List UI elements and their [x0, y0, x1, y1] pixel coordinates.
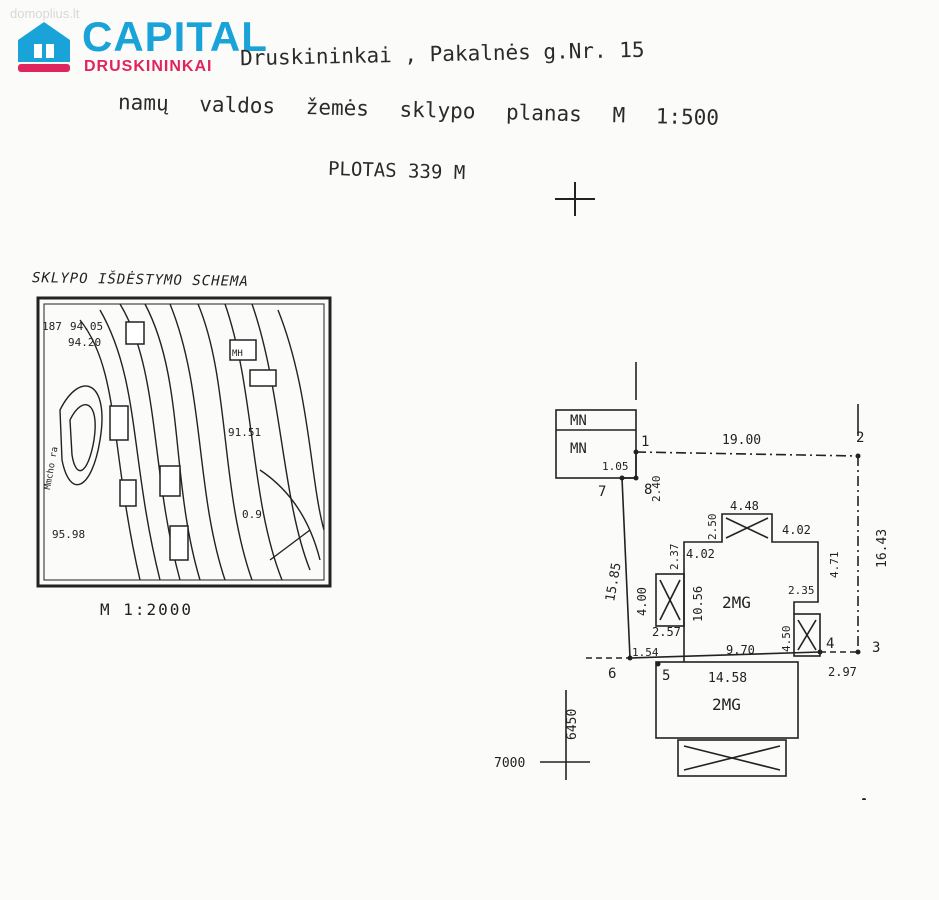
- building-label: 2MG: [722, 593, 751, 612]
- point-label: 6: [608, 666, 616, 682]
- building-label: 2MG: [712, 695, 741, 714]
- dimension-label: 4.48: [730, 499, 759, 513]
- schema-label: Mmcho ra: [43, 446, 60, 490]
- dimension-label: 2.37: [668, 544, 681, 571]
- dimension-label: 15.85: [603, 562, 625, 603]
- north-cross: [555, 182, 595, 216]
- schema-label: 94.20: [68, 336, 101, 349]
- point-label: 7: [598, 484, 606, 500]
- dimension-label: 14.58: [708, 671, 747, 686]
- coordinate-label: 7000: [494, 756, 525, 771]
- point-label: 8: [644, 482, 652, 498]
- dimension-label: 1.05: [602, 460, 629, 473]
- dimension-label: 19.00: [722, 433, 761, 448]
- point-label: 4: [826, 636, 834, 652]
- logo-subtitle: DRUSKININKAI: [84, 58, 213, 75]
- dimension-label: 1.54: [632, 646, 659, 659]
- capital-logo: CAPITAL DRUSKININKAI: [14, 14, 274, 76]
- dimension-label: 2.40: [650, 476, 663, 503]
- point-label: 2: [856, 430, 864, 446]
- dimension-label: 4.71: [828, 552, 841, 579]
- coordinate-label: 6450: [565, 709, 580, 740]
- schema-label: 94.05: [70, 320, 103, 333]
- point-label: 1: [641, 434, 649, 450]
- building-label: MN: [570, 413, 587, 429]
- schema-label: 0.9: [242, 508, 262, 521]
- schema-label: 187: [42, 320, 62, 333]
- building-label: MN: [570, 441, 587, 457]
- dimension-label: 16.43: [875, 529, 890, 568]
- watermark: domoplius.lt: [10, 6, 80, 21]
- site-plan: 1 2 3 4 5 6 7 8 19.00 16.43 1.05 2.40 15…: [494, 362, 890, 800]
- dimension-label: 2.35: [788, 584, 815, 597]
- schema-label: MH: [232, 349, 243, 359]
- schema-scale: M 1:2000: [100, 600, 194, 619]
- logo-name: CAPITAL: [82, 13, 268, 60]
- schema-title: SKLYPO IŠDĖSTYMO SCHEMA: [31, 270, 249, 290]
- dimension-label: 4.00: [635, 587, 649, 616]
- dimension-label: 4.50: [780, 626, 793, 653]
- dimension-label: 2.57: [652, 625, 681, 639]
- schema-label: 95.98: [52, 528, 85, 541]
- dimension-label: 10.56: [691, 586, 705, 622]
- dimension-label: 2.97: [828, 665, 857, 679]
- plot-area: PLOTAS 339 M: [327, 157, 466, 185]
- dimension-label: 4.02: [782, 523, 811, 537]
- dimension-label: 9.70: [726, 643, 755, 657]
- house-book-icon: [18, 22, 70, 72]
- dimension-label: 4.02: [686, 547, 715, 561]
- schema-label: 91.51: [228, 426, 261, 439]
- plan-subtitle: namų valdos žemės sklypo planas M 1:500: [117, 90, 720, 130]
- site-location-map: 187 94.05 94.20 91.51 95.98 0.9 MH Mmcho…: [36, 296, 332, 588]
- dimension-label: 2.50: [706, 514, 719, 541]
- address-line: Druskininkai , Pakalnės g.Nr. 15: [239, 37, 645, 71]
- point-label: 3: [872, 640, 880, 656]
- point-label: 5: [662, 668, 670, 684]
